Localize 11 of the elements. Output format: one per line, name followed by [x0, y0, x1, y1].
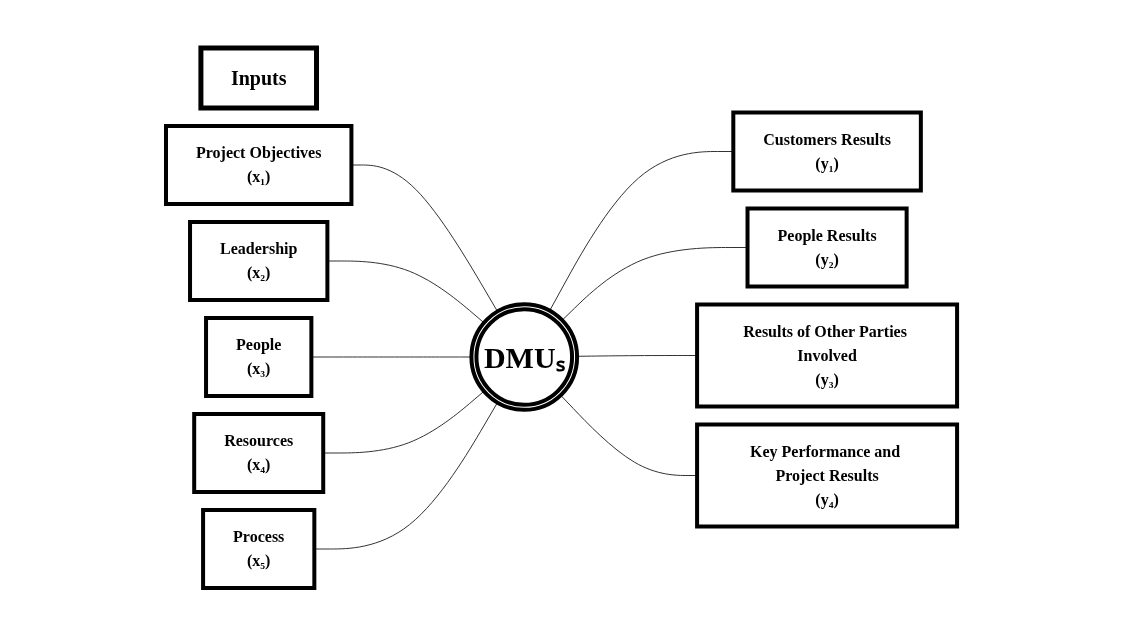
node-box: Customers Results (y₁): [731, 110, 924, 193]
node-box: Process (x₅): [201, 508, 317, 590]
node-circle: DMUₛ: [469, 302, 580, 412]
node-box: Key Performance and Project Results (y₄): [695, 422, 960, 529]
node-box: Project Objectives (x₁): [164, 124, 354, 206]
node-box: People Results (y₂): [746, 206, 910, 289]
node-box: Resources (x₄): [192, 412, 326, 494]
node-box: Inputs: [198, 45, 320, 111]
node-box: Leadership (x₂): [188, 220, 330, 302]
node-box: Results of Other Parties Involved (y₃): [695, 302, 960, 409]
node-box: People (x₃): [204, 316, 314, 398]
